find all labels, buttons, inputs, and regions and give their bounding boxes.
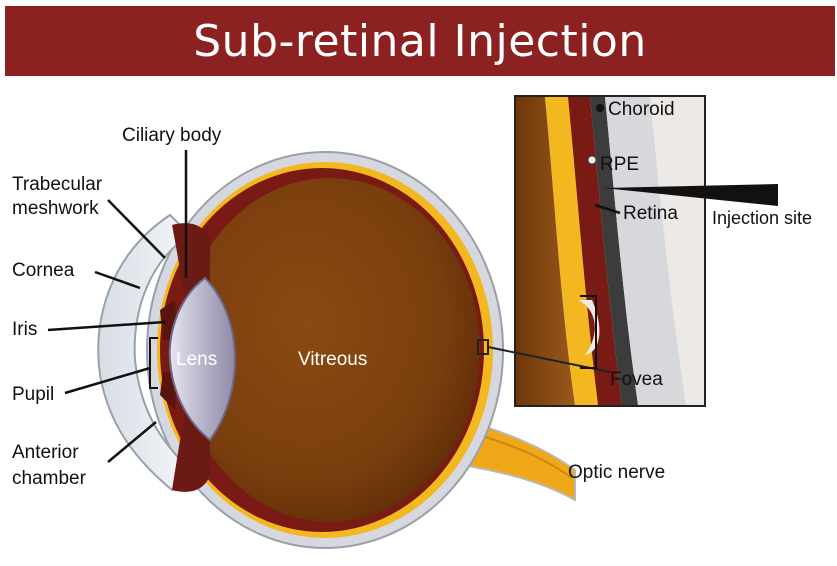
label-vitreous: Vitreous [298, 349, 367, 370]
label-optic-nerve: Optic nerve [568, 462, 665, 483]
retina-inset [515, 96, 705, 406]
label-ciliary-body: Ciliary body [122, 125, 222, 146]
label-choroid: Choroid [608, 99, 675, 120]
label-anterior-1: Anterior [12, 442, 79, 463]
label-pupil: Pupil [12, 384, 54, 405]
label-rpe: RPE [600, 154, 639, 175]
label-injection-site: Injection site [712, 208, 812, 228]
label-trabecular-1: Trabecular [12, 174, 103, 195]
label-fovea: Fovea [610, 369, 663, 390]
label-cornea: Cornea [12, 260, 75, 281]
label-iris: Iris [12, 319, 37, 340]
label-retina: Retina [623, 203, 678, 224]
label-anterior-2: chamber [12, 468, 87, 489]
label-lens: Lens [176, 349, 217, 370]
label-trabecular-2: meshwork [12, 198, 99, 219]
